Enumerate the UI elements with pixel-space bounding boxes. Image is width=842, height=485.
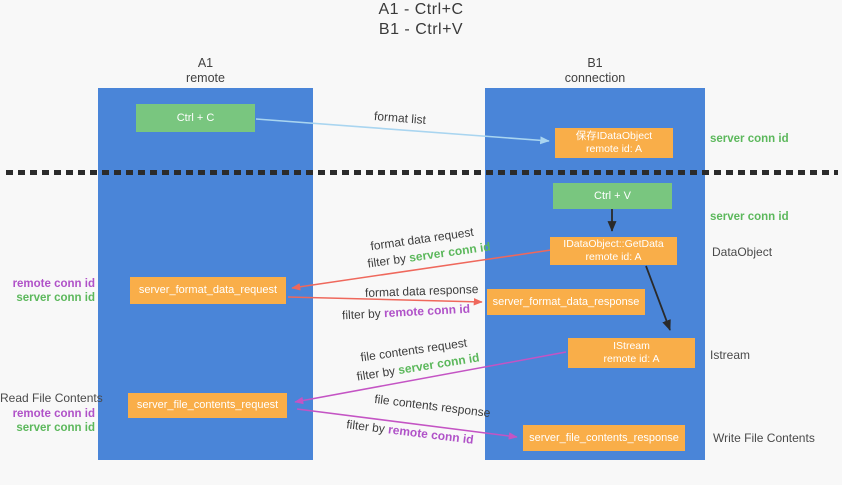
server-file-contents-response-label: server_file_contents_response [529,431,679,444]
ctrl-v-box: Ctrl + V [553,183,672,209]
read-file-contents-annotation: Read File Contents [0,391,103,405]
filter-by-remote-conn-id-label-1: filter by remote conn id [342,302,471,323]
column-b-name: B1 [587,56,603,70]
server-conn-id-annotation-mid: server conn id [710,211,789,223]
format-data-response-label: format data response [364,282,479,300]
column-a-name: A1 [197,56,214,70]
istream-line1: IStream [613,340,650,352]
getdata-line1: IDataObject::GetData [563,238,664,250]
remote-conn-id-annotation-bottom: remote conn id [12,408,95,420]
ctrl-c-box: Ctrl + C [136,104,255,132]
server-format-data-request-label: server_format_data_request [138,284,278,296]
server-file-contents-request-box: server_file_contents_request [128,393,287,418]
save-dataobject-line2: remote id: A [585,143,643,155]
title-line-2: B1 - Ctrl+V [378,21,464,38]
title-line-1: A1 - Ctrl+C [378,1,464,18]
server-format-data-response-label: server_format_data_response [492,295,640,308]
column-a-subtitle: remote [186,71,225,85]
write-file-contents-annotation: Write File Contents [713,431,815,445]
filter-by-text: filter by [355,363,400,384]
filter-by-remote-conn-id-label-2: filter by remote conn id [346,417,475,446]
istream-box: IStream remote id: A [568,338,695,368]
server-file-contents-response-box: server_file_contents_response [523,425,685,451]
filter-by-text: filter by [341,306,385,323]
format-list-label: format list [373,108,427,128]
server-conn-id-annotation-left-bottom: server conn id [16,422,95,434]
ctrl-v-label: Ctrl + V [594,189,631,202]
getdata-line2: remote id: A [585,251,642,263]
istream-annotation: Istream [710,348,751,362]
istream-line2: remote id: A [603,353,660,365]
server-format-data-request-box: server_format_data_request [130,277,286,304]
column-b-header: B1 connection [485,56,705,86]
server-conn-id-annotation-top: server conn id [710,133,789,145]
ctrl-c-label: Ctrl + C [176,111,215,124]
save-dataobject-box: 保存IDataObject remote id: A [555,128,673,158]
remote-conn-id-text: remote conn id [383,301,471,321]
server-file-contents-request-label: server_file_contents_request [136,399,279,411]
save-dataobject-line1: 保存IDataObject [575,130,653,142]
remote-conn-id-annotation-top: remote conn id [12,278,95,290]
column-b-subtitle: connection [564,71,626,85]
server-conn-id-annotation-left-top: server conn id [16,292,95,304]
server-format-data-response-box: server_format_data_response [487,289,645,315]
filter-by-text: filter by [345,417,390,437]
diagram-title: A1 - Ctrl+C B1 - Ctrl+V [0,0,842,40]
remote-conn-id-text: remote conn id [387,422,475,447]
divider-dashed-line [6,170,838,175]
file-contents-response-label: file contents response [373,391,492,421]
filter-by-text: filter by [366,250,411,271]
column-a-header: A1 remote [98,56,313,86]
getdata-box: IDataObject::GetData remote id: A [550,237,677,265]
dataobject-annotation: DataObject [712,245,773,259]
